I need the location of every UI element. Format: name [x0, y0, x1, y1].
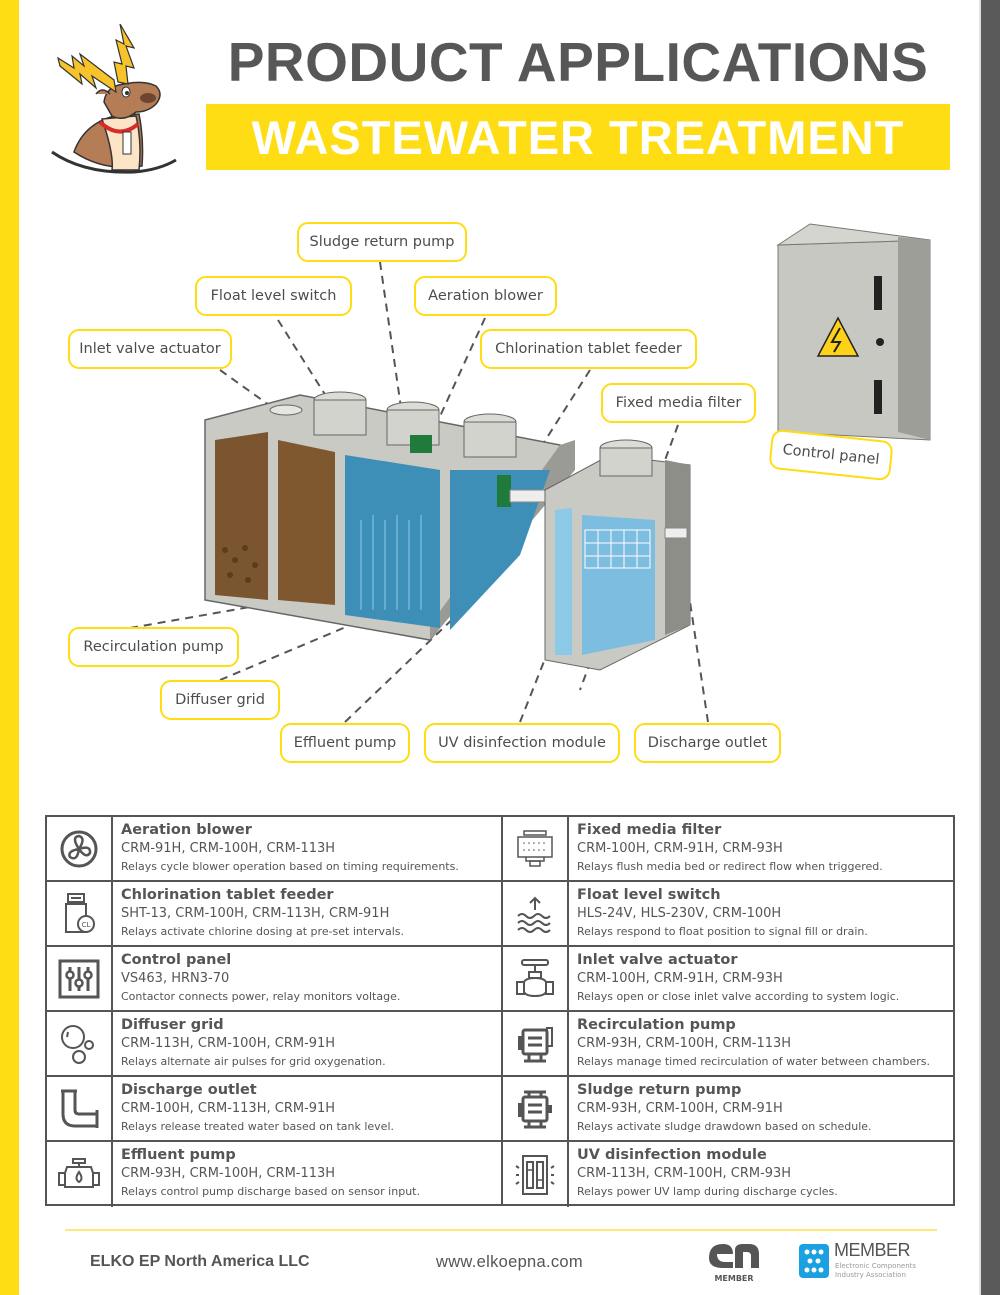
product-description: Relays alternate air pulses for grid oxy…: [121, 1055, 386, 1068]
main-tank: [204, 391, 575, 641]
product-models: CRM-113H, CRM-100H, CRM-91H: [121, 1036, 336, 1051]
product-models: CRM-93H, CRM-100H, CRM-113H: [121, 1166, 336, 1181]
company-name: ELKO EP North America LLC: [90, 1253, 310, 1270]
control-panel-cabinet: [776, 223, 931, 441]
product-description: Relays release treated water based on ta…: [121, 1120, 395, 1133]
product-models: CRM-93H, CRM-100H, CRM-113H: [577, 1036, 792, 1051]
callout-fixed-media-filter[interactable]: Fixed media filter: [601, 383, 756, 423]
uv-lamp-icon: [503, 1142, 569, 1207]
water-level-icon: [503, 882, 569, 945]
callout-inlet-valve-actuator[interactable]: Inlet valve actuator: [68, 329, 232, 369]
ecia-logo-icon: [799, 1244, 829, 1278]
product-models: CRM-113H, CRM-100H, CRM-93H: [577, 1166, 792, 1181]
product-name: UV disinfection module: [577, 1147, 767, 1163]
callout-diffuser-grid[interactable]: Diffuser grid: [160, 680, 280, 720]
column-divider: [501, 817, 503, 1204]
callout-aeration-blower[interactable]: Aeration blower: [414, 276, 557, 316]
moose-mascot-logo: [51, 24, 177, 174]
product-description: Relays open or close inlet valve accordi…: [577, 990, 900, 1003]
era-badge-text: MEMBER: [714, 1274, 753, 1283]
product-name: Inlet valve actuator: [577, 952, 738, 968]
product-description: Relays manage timed recirculation of wat…: [577, 1055, 930, 1068]
product-description: Relays cycle blower operation based on t…: [121, 860, 459, 873]
callout-recirculation-pump[interactable]: Recirculation pump: [68, 627, 239, 667]
product-name: Fixed media filter: [577, 822, 722, 838]
ecia-member-text: MEMBER: [834, 1240, 911, 1260]
motor-icon: [503, 1077, 569, 1140]
product-name: Control panel: [121, 952, 232, 968]
product-description: Relays activate sludge drawdown based on…: [577, 1120, 872, 1133]
product-description: Contactor connects power, relay monitors…: [121, 990, 401, 1003]
right-bar-edge: [979, 0, 981, 1295]
product-name: Sludge return pump: [577, 1082, 742, 1098]
product-models: CRM-100H, CRM-113H, CRM-91H: [121, 1101, 336, 1116]
product-name: Effluent pump: [121, 1147, 236, 1163]
callout-effluent-pump[interactable]: Effluent pump: [280, 723, 410, 763]
product-description: Relays power UV lamp during discharge cy…: [577, 1185, 838, 1198]
product-models: VS463, HRN3-70: [121, 971, 230, 986]
website-link[interactable]: www.elkoepna.com: [436, 1253, 583, 1271]
product-description: Relays control pump discharge based on s…: [121, 1185, 420, 1198]
product-name: Float level switch: [577, 887, 721, 903]
ecia-name-line1: Electronic Components: [835, 1262, 917, 1270]
callout-chlorination-tablet-feeder[interactable]: Chlorination tablet feeder: [480, 329, 697, 369]
filter-tank: [544, 439, 691, 671]
page-title: PRODUCT APPLICATIONS: [227, 31, 929, 93]
right-accent-bar: [981, 0, 1000, 1295]
diagram-illustration: [129, 223, 931, 723]
page-subtitle: WASTEWATER TREATMENT: [251, 111, 905, 164]
chlorine-container-icon: CL: [47, 882, 113, 945]
product-description: Relays flush media bed or redirect flow …: [577, 860, 883, 873]
product-models: HLS-24V, HLS-230V, CRM-100H: [577, 906, 782, 921]
filter-icon: [503, 817, 569, 880]
era-member-logo: MEMBER: [709, 1244, 759, 1283]
footer-divider: [65, 1229, 937, 1231]
product-models: CRM-100H, CRM-91H, CRM-93H: [577, 841, 783, 856]
callout-sludge-return-pump[interactable]: Sludge return pump: [297, 222, 467, 262]
ecia-name-line2: Industry Association: [835, 1271, 906, 1279]
motor-pump-icon: [503, 1012, 569, 1075]
product-description: Relays activate chlorine dosing at pre-s…: [121, 925, 405, 938]
product-name: Discharge outlet: [121, 1082, 257, 1098]
pump-drop-icon: [47, 1142, 113, 1207]
fan-icon: [47, 817, 113, 880]
valve-icon: [503, 947, 569, 1010]
product-description: Relays respond to float position to sign…: [577, 925, 868, 938]
subtitle-banner: [206, 104, 950, 170]
sliders-panel-icon: [47, 947, 113, 1010]
product-name: Recirculation pump: [577, 1017, 736, 1033]
left-accent-bar: [0, 0, 19, 1295]
svg-text:CL: CL: [82, 921, 91, 929]
callout-float-level-switch[interactable]: Float level switch: [195, 276, 352, 316]
treatment-diagram: Sludge return pump Float level switch Ae…: [0, 200, 1000, 800]
product-models: CRM-100H, CRM-91H, CRM-93H: [577, 971, 783, 986]
pipe-elbow-icon: [47, 1077, 113, 1140]
product-name: Chlorination tablet feeder: [121, 887, 334, 903]
product-models: SHT-13, CRM-100H, CRM-113H, CRM-91H: [121, 906, 390, 921]
bubbles-icon: [47, 1012, 113, 1075]
product-models: CRM-91H, CRM-100H, CRM-113H: [121, 841, 336, 856]
product-name: Diffuser grid: [121, 1017, 224, 1033]
product-models: CRM-93H, CRM-100H, CRM-91H: [577, 1101, 783, 1116]
callout-discharge-outlet[interactable]: Discharge outlet: [634, 723, 781, 763]
callout-uv-disinfection-module[interactable]: UV disinfection module: [424, 723, 620, 763]
product-name: Aeration blower: [121, 822, 252, 838]
